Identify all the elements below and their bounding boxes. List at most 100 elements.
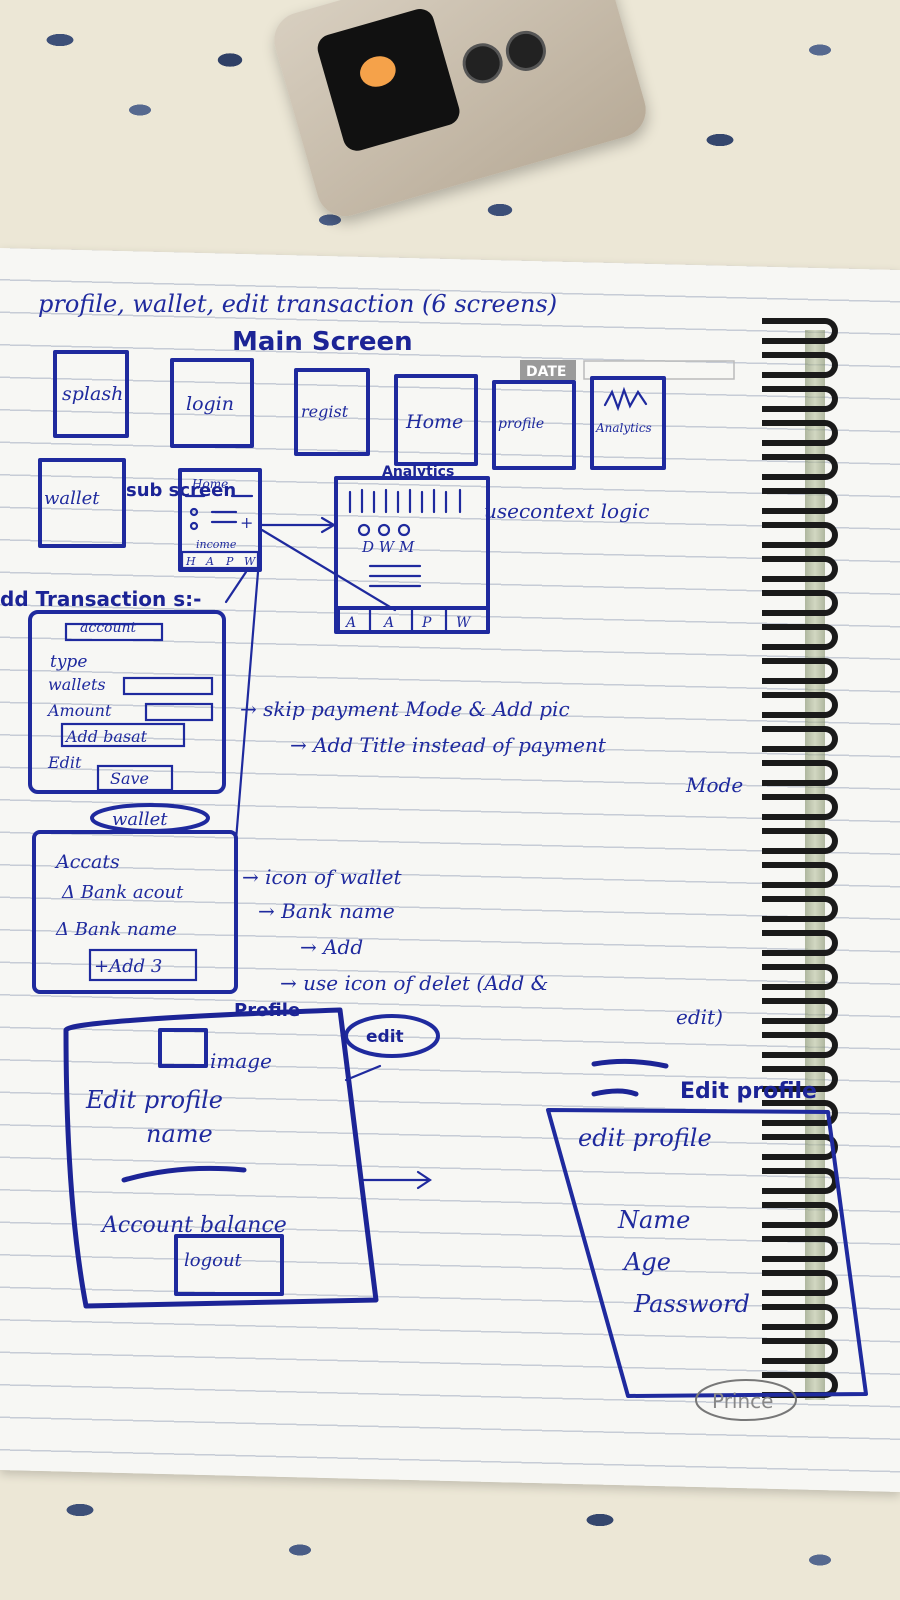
spiral-ring bbox=[762, 658, 838, 684]
profile-frame bbox=[63, 1007, 379, 1309]
screen-box-wallet bbox=[38, 458, 126, 548]
home-mock-dot bbox=[189, 507, 199, 517]
screen-box-login bbox=[170, 358, 254, 448]
edit-profile-field: Password bbox=[633, 1290, 750, 1318]
field-type: type bbox=[50, 652, 87, 672]
screen-label-home: Home bbox=[405, 411, 463, 433]
logout-label: logout bbox=[184, 1250, 243, 1271]
analytics-tab: A bbox=[344, 615, 356, 631]
arrow-to-wallet bbox=[234, 570, 260, 842]
amount-input bbox=[144, 702, 214, 722]
save-label: Save bbox=[110, 769, 149, 788]
edit-profile-field: Age bbox=[622, 1248, 671, 1276]
wallet-item: Δ Bank name bbox=[55, 919, 177, 940]
analytics-mock: Analytics D W M A A P W usecontext logic bbox=[334, 464, 650, 634]
analytics-filters: D W M bbox=[361, 538, 415, 556]
spiral-ring bbox=[762, 692, 838, 718]
analytics-bars bbox=[348, 488, 462, 514]
spiral-ring bbox=[762, 454, 838, 480]
wallet-item: Δ Bank acout bbox=[61, 882, 184, 903]
profile-image-label: image bbox=[210, 1049, 272, 1073]
spiral-ring bbox=[762, 1032, 838, 1058]
wallets-input bbox=[122, 676, 214, 696]
home-mock-income: income bbox=[196, 538, 237, 551]
edit-profile-heading: edit profile bbox=[578, 1124, 712, 1152]
spiral-ring bbox=[762, 352, 838, 378]
scribble-strike bbox=[591, 1058, 669, 1097]
home-mock-tab: A bbox=[205, 555, 214, 568]
home-mock-tab: W bbox=[244, 555, 257, 568]
spiral-ring bbox=[762, 1304, 838, 1330]
screen-label-regist: regist bbox=[301, 402, 349, 421]
field-add-basat: Add basat bbox=[64, 727, 148, 746]
screen-box-analytics bbox=[590, 376, 666, 470]
wallet-note: → Bank name bbox=[258, 899, 395, 923]
spiral-ring bbox=[762, 726, 838, 752]
screen-label-wallet: wallet bbox=[44, 488, 100, 509]
add-transaction-title: dd Transaction s:- bbox=[0, 587, 201, 611]
analytics-dot bbox=[397, 523, 411, 537]
screen-box-regist bbox=[294, 368, 370, 456]
logout-button bbox=[174, 1234, 284, 1296]
spiral-ring bbox=[762, 998, 838, 1024]
wallet-note: → Add bbox=[300, 935, 363, 959]
sub-screens: wallet sub screen Home + income H A P W bbox=[38, 458, 397, 842]
add-transaction-sketch: dd Transaction s:- account type wallets … bbox=[0, 587, 743, 797]
field-amount: Amount bbox=[46, 701, 112, 720]
image-placeholder bbox=[158, 1028, 208, 1068]
wallet-note: edit) bbox=[676, 1005, 723, 1029]
add-button bbox=[88, 948, 198, 982]
spiral-ring bbox=[762, 930, 838, 956]
field-account: account bbox=[80, 620, 136, 636]
account-field bbox=[64, 622, 164, 642]
analytics-dot bbox=[377, 523, 391, 537]
wallet-sketch: wallet Accats Δ Bank acout Δ Bank name +… bbox=[32, 803, 723, 1029]
spiral-ring bbox=[762, 522, 838, 548]
arrow-to-add-transaction bbox=[224, 570, 248, 604]
wallet-tag-label: wallet bbox=[112, 809, 168, 830]
main-screen-title: Main Screen bbox=[232, 327, 413, 357]
analytics-sparkline-icon bbox=[603, 386, 648, 412]
add-transaction-note: Mode bbox=[685, 773, 743, 797]
page-heading: profile, wallet, edit transaction (6 scr… bbox=[38, 290, 557, 318]
add-transaction-frame bbox=[28, 610, 226, 794]
scribble-strike bbox=[121, 1165, 247, 1183]
spiral-ring bbox=[762, 794, 838, 820]
edit-profile-title: Edit profile bbox=[680, 1079, 817, 1104]
spiral-ring bbox=[762, 1100, 838, 1126]
wallet-note: → use icon of delet (Add & bbox=[280, 971, 548, 995]
spiral-ring bbox=[762, 760, 838, 786]
home-mock-tabbar bbox=[180, 550, 260, 570]
field-wallets: wallets bbox=[48, 675, 106, 694]
spiral-ring bbox=[762, 488, 838, 514]
add-transaction-note: → skip payment Mode & Add pic bbox=[240, 697, 570, 721]
spiral-ring bbox=[762, 1338, 838, 1364]
wallet-frame bbox=[32, 830, 238, 994]
add-button-label: +Add 3 bbox=[94, 956, 162, 977]
home-mock-tab: P bbox=[225, 555, 234, 568]
home-mock-title: Home bbox=[191, 477, 228, 491]
wallet-item: Accats bbox=[54, 851, 120, 873]
plus-icon: + bbox=[240, 513, 253, 532]
spiral-ring bbox=[762, 1236, 838, 1262]
spiral-ring bbox=[762, 556, 838, 582]
profile-field: Edit profile bbox=[85, 1086, 223, 1114]
spiral-ring bbox=[762, 1066, 838, 1092]
profile-sketch: Profile edit image Edit profile name Acc… bbox=[63, 1000, 440, 1309]
date-box bbox=[520, 360, 576, 380]
analytics-dot bbox=[357, 523, 371, 537]
add-basat-box bbox=[60, 722, 186, 748]
screen-box-profile bbox=[492, 380, 576, 470]
screen-box-home bbox=[394, 374, 478, 466]
signature: Prince bbox=[712, 1389, 773, 1413]
edit-profile-sketch: Edit profile edit profile Name Age Passw… bbox=[546, 1058, 868, 1421]
add-transaction-note: → Add Title instead of payment bbox=[290, 733, 607, 757]
spiral-ring bbox=[762, 420, 838, 446]
screen-box-splash bbox=[53, 350, 129, 438]
main-screens-row: splash login regist Home profile Analyti… bbox=[53, 350, 666, 470]
spiral-ring bbox=[762, 828, 838, 854]
spiral-ring bbox=[762, 1168, 838, 1194]
analytics-note: usecontext logic bbox=[484, 499, 650, 523]
screen-label-login: login bbox=[186, 393, 234, 415]
